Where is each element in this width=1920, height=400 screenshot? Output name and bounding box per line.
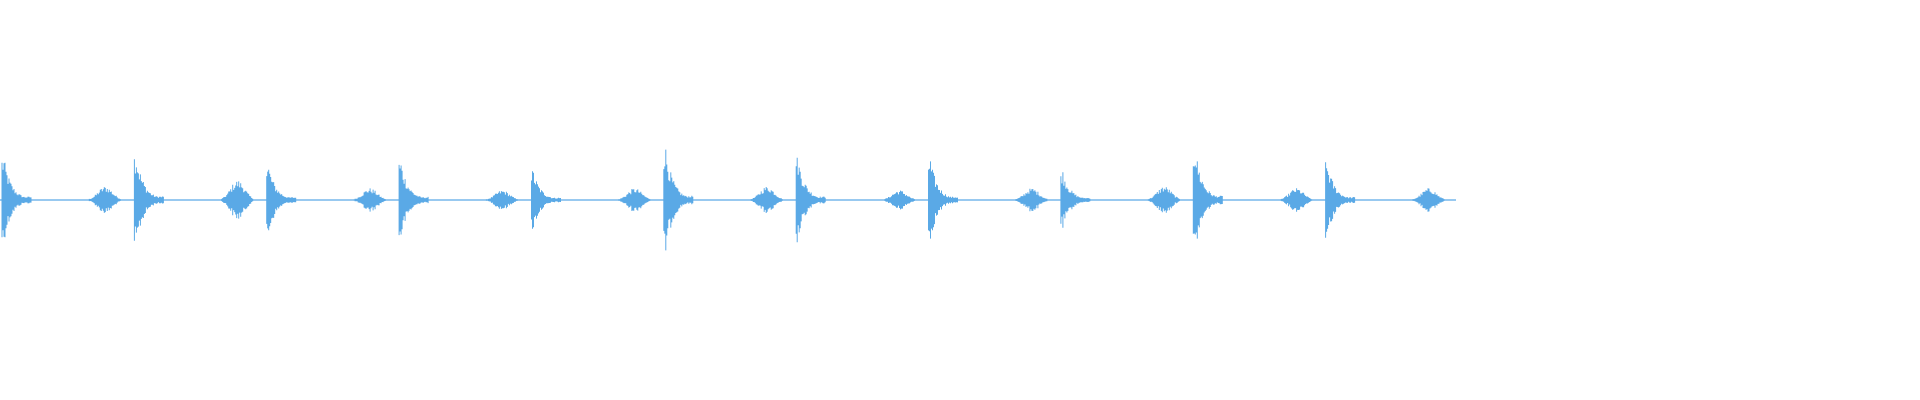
waveform-beat-soft xyxy=(1147,187,1180,213)
waveform-beat-strong xyxy=(928,161,958,239)
waveform-beat-path xyxy=(485,191,518,209)
waveform-beat-path xyxy=(531,171,561,229)
waveform-beat-strong xyxy=(1325,162,1356,238)
waveform-beat-path xyxy=(1015,188,1048,212)
waveform-beat-strong xyxy=(1,162,32,238)
waveform-beat-soft xyxy=(485,191,518,209)
waveform-beat-soft xyxy=(750,187,783,213)
waveform-beat-path xyxy=(1,162,32,238)
waveform-beat-path xyxy=(618,189,651,211)
waveform-beat-path xyxy=(883,190,915,210)
waveform-beat-path xyxy=(1192,161,1223,239)
waveform-beat-soft xyxy=(618,189,651,211)
waveform-beat-soft xyxy=(221,181,254,219)
waveform-beat-strong xyxy=(663,149,694,251)
waveform-beat-strong xyxy=(133,159,164,241)
waveform-beat-strong xyxy=(1060,172,1091,228)
waveform-beat-soft xyxy=(1412,188,1445,212)
waveform-beat-soft xyxy=(883,190,915,210)
waveform-beat-strong xyxy=(398,164,429,236)
waveform-beat-path xyxy=(1060,172,1091,228)
waveform-beat-path xyxy=(353,188,386,212)
waveform-beat-strong xyxy=(795,157,826,243)
waveform-beat-soft xyxy=(1015,188,1048,212)
waveform-beat-path xyxy=(663,149,694,251)
waveform-beat-path xyxy=(221,181,254,219)
waveform-beat-path xyxy=(1325,162,1356,238)
waveform-beat-soft xyxy=(88,187,121,213)
waveform-beat-path xyxy=(928,161,958,239)
waveform-beats xyxy=(1,149,1445,251)
waveform-beat-path xyxy=(88,187,121,213)
waveform-beat-strong xyxy=(1192,161,1223,239)
waveform-beat-path xyxy=(750,187,783,213)
waveform-beat-path xyxy=(398,164,429,236)
waveform-beat-soft xyxy=(353,188,386,212)
waveform-beat-strong xyxy=(266,169,297,231)
waveform-beat-strong xyxy=(531,171,561,229)
waveform-beat-path xyxy=(1280,188,1313,212)
waveform-beat-path xyxy=(1147,187,1180,213)
waveform-beat-path xyxy=(1412,188,1445,212)
waveform-beat-path xyxy=(266,169,297,231)
waveform-beat-path xyxy=(133,159,164,241)
waveform-beat-path xyxy=(795,157,826,243)
waveform-beat-soft xyxy=(1280,188,1313,212)
